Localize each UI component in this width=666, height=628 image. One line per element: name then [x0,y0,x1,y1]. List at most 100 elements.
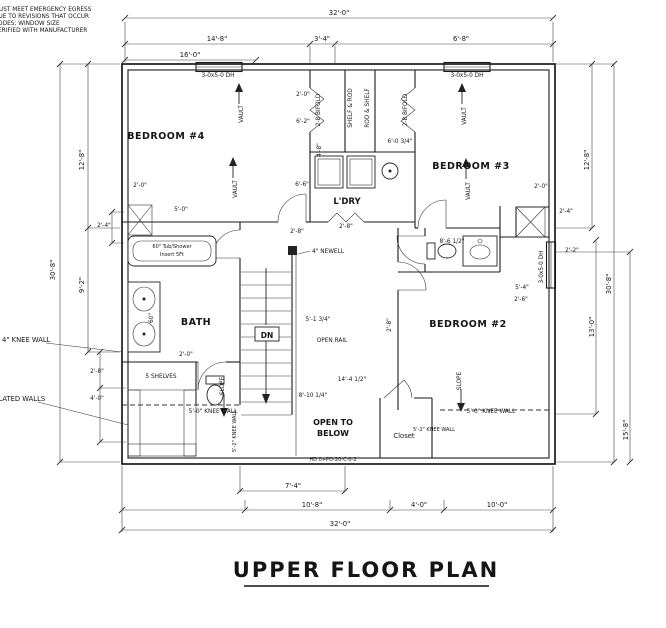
vanity-center-bath [462,235,498,267]
dim-top-overall: 32'-0" [329,9,349,17]
callout-knee-wall-4: 4" KNEE WALL [2,336,51,344]
shelves-label: 5 SHELVES [145,374,176,380]
knee-wall-label-vl: 5'-2" KNEE WALL [232,410,238,452]
tub [127,235,217,267]
newell-leader [297,250,311,255]
dim-bedroom2-2-8: 2'-8" [387,318,393,332]
vault-label-4: VAULT [466,182,472,200]
center-bathroom [396,206,501,273]
window-bedroom3 [443,61,491,73]
window-bedroom2-right [545,241,557,289]
dim-top-right: 6'-8" [453,35,469,43]
slope-label-right: SLOPE [457,371,463,390]
dim-wc-2-0: 2'-0" [179,352,193,358]
dim-open-8-10: 8'-10 1/4" [299,393,328,399]
dim-left-2-4: 2'-4" [97,223,111,229]
vanity-double [127,281,161,353]
dim-bath2-8-6: 8'-6 1/2" [440,239,465,245]
door-arc-bedroom4 [277,193,307,223]
toilet-tank [426,242,436,260]
room-label-laundry: L'DRY [333,197,361,207]
dim-right-13-0: 13'-0" [588,317,596,337]
room-label-closet: Closet [393,432,415,440]
dim-right-30-8: 30'-8" [605,274,613,294]
callout-insulated-walls: INSULATED WALLS [0,395,45,403]
dim-left-2-8: 2'-8" [90,369,104,375]
insulated-wall-hatch [127,389,197,457]
dim-right-12-8: 12'-8" [583,150,591,170]
slope-label-left: SLOPE [220,376,226,395]
newell-label: 4" NEWELL [312,249,345,255]
dim-bath-2-0: 2'-0" [133,183,147,189]
corner-note-line1: MUST MEET EMERGENCY EGRESS [0,7,92,13]
dim-top-left: 14'-8" [207,35,227,43]
vault-slope-arrows [220,83,470,417]
window-label-right: 3-0x5-0 DH [450,73,483,79]
room-label-bedroom4: BEDROOM #4 [127,131,204,142]
door-arc-bathroom [396,235,426,265]
bifold-label-right: 2-8 BIFOLD [403,93,409,126]
door-arc-bedroom2 [397,261,427,291]
dim-right-15-8: 15'-8" [622,420,630,440]
bifold-door-right [400,87,416,133]
open-rail-label: OPEN RAIL [317,338,348,344]
dim-hall-left: 2'-8" [290,229,304,235]
dim-bath-5-0: 5'-0" [174,207,188,213]
dim-right-2-4: 2'-4" [559,209,573,215]
dim-right-2-2: 2'-2" [565,248,579,254]
dim-closet-6-6: 6'-6" [295,182,309,188]
knee-wall-label-left: 5'-0" KNEE WALL [189,409,238,415]
dim-bottom-10-8: 10'-8" [302,501,322,509]
vault-label-2: VAULT [233,180,239,198]
dim-closet-6-2: 6'-2" [296,119,310,125]
dim-4-8: 4'-8" [317,143,323,157]
bifold-label-left: 2-8 BIFOLD [316,93,322,126]
dim-bottom-7-4: 7'-4" [285,482,301,490]
corner-note-line3: CODES; WINDOW SIZE [0,21,60,27]
laundry-room [310,155,415,223]
dim-nook-2-6: 2'-6" [514,297,528,303]
callout-leaders [37,342,129,426]
dim-nook-5-4: 5'-4" [515,285,529,291]
closet-column-walls [309,70,416,228]
dim-right-2-0: 2'-0" [534,184,548,190]
bifold-door-left [309,87,325,133]
dim-closet-2-0: 2'-0" [296,92,310,98]
dim-vanity-60: 60" [149,313,155,323]
bedroom2-walls [397,228,549,411]
laundry-bifold [327,212,365,223]
dim-rail: 5'-1 3/4" [306,317,331,323]
dim-bottom-10-0: 10'-0" [487,501,507,509]
knee-wall-label-vr: 5'-2" KNEE WALL [413,427,455,433]
window-bedroom4 [195,61,243,73]
room-label-bedroom2: BEDROOM #2 [429,319,506,330]
dim-left-12-8: 12'-8" [78,150,86,170]
door-arc-bedroom3 [417,199,447,229]
door-arc-closet [403,379,413,399]
corner-note-line4: VERIFIED WITH MANUFACTURER [0,28,87,34]
toilet-wc-tank [205,375,225,385]
dim-open-14-4: 14'-4 1/2" [338,377,367,383]
bedroom3-wall-door [415,199,500,229]
dim-left-4-0: 4'-0" [90,396,104,402]
stair-arrowhead [262,394,270,404]
vault-label-3: VAULT [462,107,468,125]
room-label-bath: BATH [181,317,211,328]
dim-top-mid: 3'-4" [314,35,330,43]
corner-note-line2: DUE TO REVISIONS THAT OCCUR [0,14,89,20]
dim-bottom-4-0: 4'-0" [411,501,427,509]
dim-left-9-2: 9'-2" [78,277,86,293]
shelf-rod-label: SHELF & ROD [348,88,354,128]
right-chase-box [500,206,549,238]
knee-wall-label-right: 5'-0" KNEE WALL [467,409,516,415]
newell-post [288,246,297,255]
header-note: HD 0+PO-20-C-0-2 [309,457,356,463]
rod-shelf-label: ROD & SHELF [365,88,371,128]
stairs [241,246,311,456]
door-arc-wc [197,361,227,391]
vault-label-1: VAULT [239,105,245,123]
dn-label: DN [261,331,274,340]
tub-label-line1: 60" Tub/Shower [152,244,192,250]
left-chase-box [127,204,153,236]
